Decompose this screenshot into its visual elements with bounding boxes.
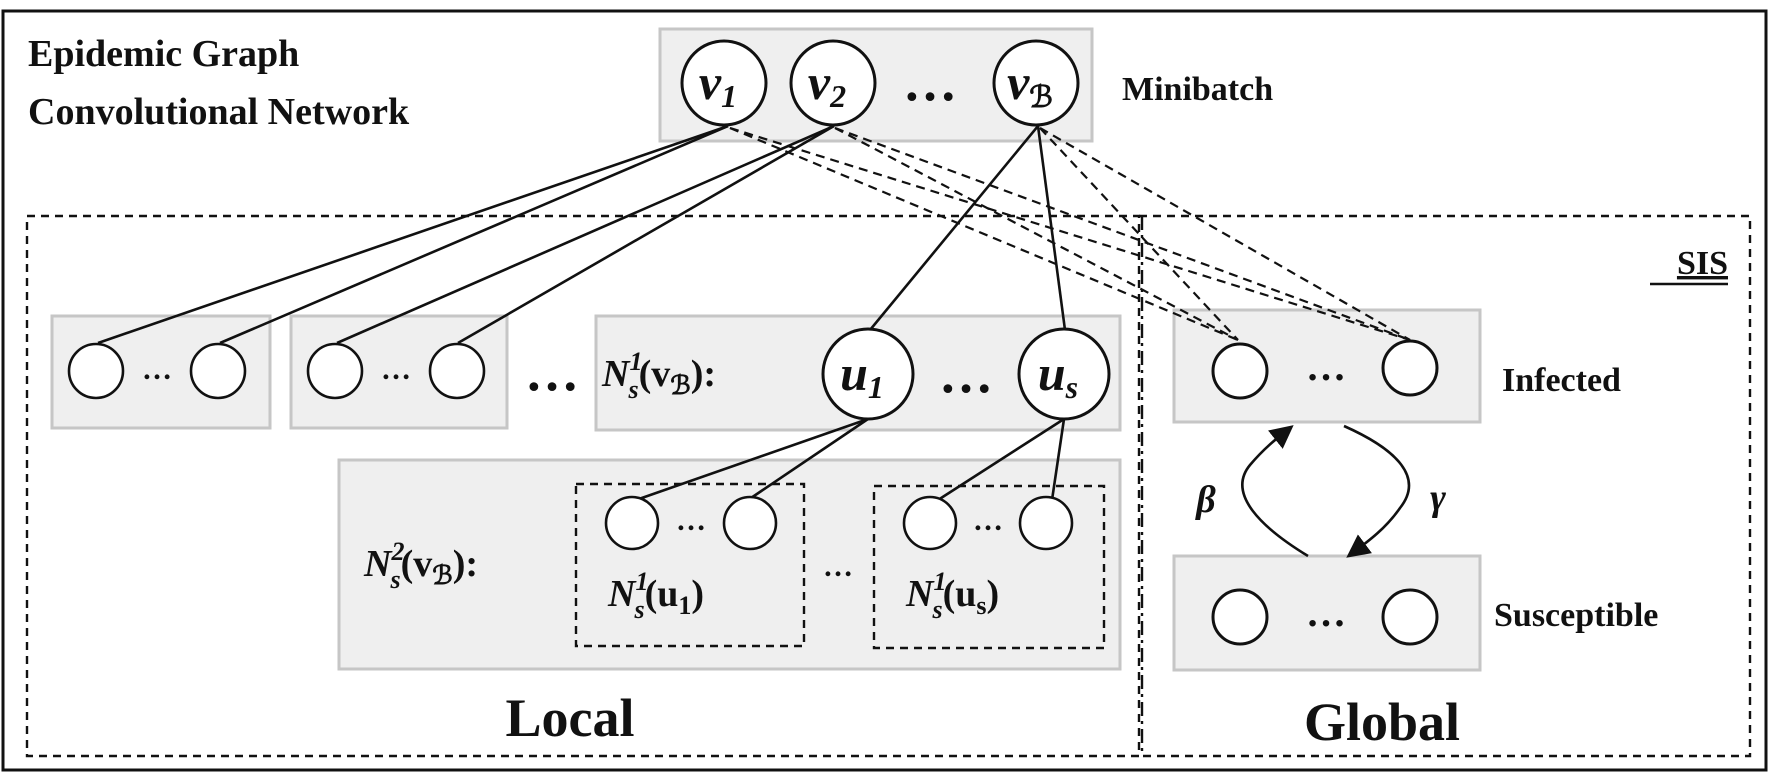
beta-label: β — [1194, 479, 1216, 521]
infection-arrow — [1343, 424, 1411, 558]
susceptible-nodes: … — [1211, 588, 1439, 646]
diagram-title-line1: Epidemic Graph — [28, 33, 299, 75]
group-u1-nodes: … — [604, 495, 778, 551]
minibatch-node-vB: vℬ — [992, 39, 1080, 127]
second-hop-box — [337, 458, 1122, 671]
global-label: Global — [1304, 692, 1460, 752]
svg-text:us: us — [1038, 345, 1078, 405]
svg-text:v1: v1 — [699, 54, 737, 114]
group-u1-frame — [574, 482, 806, 648]
first-hop-ellipsis: … — [939, 344, 993, 404]
local-label: Local — [506, 688, 635, 748]
svg-text:v2: v2 — [808, 54, 846, 114]
group-us-nodes: … — [902, 495, 1074, 551]
svg-text:…: … — [973, 504, 1003, 537]
svg-text:vℬ: vℬ — [1007, 54, 1053, 114]
group-us-frame — [872, 484, 1106, 650]
second-hop-ellipsis: … — [823, 550, 853, 583]
global-edges — [729, 126, 1411, 342]
svg-text:u1: u1 — [840, 345, 884, 405]
local-edges — [97, 124, 1067, 502]
neighbor-group-2: … — [306, 342, 486, 400]
svg-text:…: … — [676, 504, 706, 537]
first-hop-node-u1: u1 — [821, 327, 915, 421]
sis-label: SIS — [1677, 245, 1728, 282]
first-hop-node-us: us — [1017, 327, 1111, 421]
global-region-frame — [1139, 214, 1752, 758]
neighbor-group-1: … — [67, 342, 247, 400]
diagram-title-line2: Convolutional Network — [28, 91, 410, 133]
svg-text:…: … — [1306, 590, 1346, 635]
neighbor-boxes-ellipsis: … — [525, 342, 579, 402]
minibatch-node-v2: v2 — [789, 39, 877, 127]
minibatch-ellipsis: … — [903, 52, 957, 112]
minibatch-label: Minibatch — [1122, 71, 1273, 108]
infected-label: Infected — [1502, 362, 1621, 399]
recovery-arrow — [1241, 425, 1309, 558]
svg-text:…: … — [381, 353, 411, 386]
susceptible-label: Susceptible — [1494, 597, 1658, 634]
infected-nodes: … — [1211, 339, 1439, 400]
minibatch-node-v1: v1 — [680, 39, 768, 127]
svg-text:…: … — [1306, 344, 1346, 389]
gamma-label: γ — [1430, 477, 1446, 519]
svg-text:…: … — [142, 353, 172, 386]
outer-frame — [1, 9, 1768, 772]
